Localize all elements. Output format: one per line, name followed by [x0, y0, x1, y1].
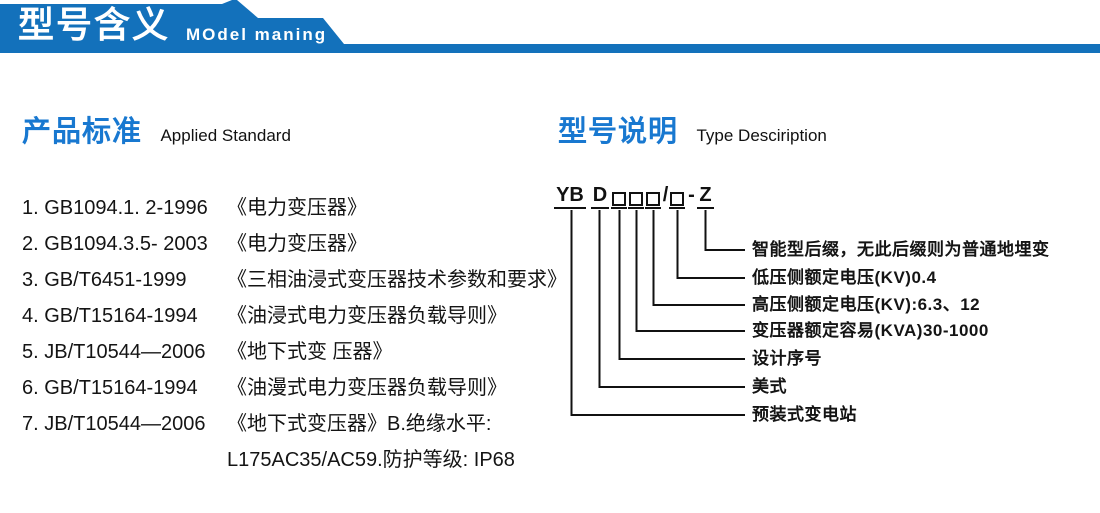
standard-code: 1. GB1094.1. 2-1996: [22, 197, 208, 219]
code-label-american-style: 美式: [752, 377, 787, 396]
code-placeholder-cell: [669, 183, 685, 209]
type-description-heading-en: Type Desciription: [696, 126, 827, 145]
type-description-heading-zh: 型号说明: [558, 116, 679, 148]
page-title: 型号含义: [18, 4, 171, 45]
standard-code: 2. GB1094.3.5- 2003: [22, 233, 208, 255]
standard-row: 1. GB1094.1. 2-1996 《电力变压器》: [22, 190, 567, 226]
standard-code: 6. GB/T15164-1994: [22, 377, 198, 399]
page-subtitle: MOdel maning: [186, 25, 328, 44]
code-label-suffix: 智能型后缀，无此后缀则为普通地埋变: [752, 240, 1050, 259]
applied-standard-heading-zh: 产品标准: [22, 116, 143, 148]
standard-title: 《地下式变 压器》: [227, 341, 393, 363]
code-label-prefab-substation: 预装式变电站: [752, 405, 857, 424]
standard-title: 《电力变压器》: [227, 197, 367, 219]
standard-title: 《三相油浸式变压器技术参数和要求》: [227, 269, 567, 291]
standard-code: 4. GB/T15164-1994: [22, 305, 198, 327]
applied-standard-heading-en: Applied Standard: [160, 126, 291, 145]
code-label-hv-voltage: 高压侧额定电压(KV):6.3、12: [752, 295, 981, 314]
code-dash: -: [688, 184, 695, 206]
standard-code: 3. GB/T6451-1999: [22, 269, 187, 291]
standard-row-continued: L175AC35/AC59.防护等级: IP68: [22, 442, 567, 478]
code-placeholder-cell: [611, 183, 627, 209]
code-slash: /: [662, 184, 669, 206]
code-label-lv-voltage: 低压侧额定电压(KV)0.4: [752, 268, 937, 287]
standard-row: 2. GB1094.3.5- 2003 《电力变压器》: [22, 226, 567, 262]
code-suffix: Z: [697, 183, 714, 209]
code-placeholder-cell: [628, 183, 644, 209]
applied-standard-heading: 产品标准 Applied Standard: [22, 108, 291, 150]
code-type-letter: D: [591, 183, 609, 209]
standard-row: 4. GB/T15164-1994 《油浸式电力变压器负载导则》: [22, 298, 567, 334]
code-label-design-serial: 设计序号: [752, 349, 822, 368]
standard-title-line2: L175AC35/AC59.防护等级: IP68: [227, 449, 515, 471]
standard-row: 5. JB/T10544—2006 《地下式变 压器》: [22, 334, 567, 370]
standards-list: 1. GB1094.1. 2-1996 《电力变压器》 2. GB1094.3.5…: [22, 190, 567, 478]
code-prefix: YB: [554, 183, 586, 209]
standard-code: 7. JB/T10544—2006: [22, 413, 206, 435]
standard-row: 7. JB/T10544—2006 《地下式变压器》B.绝缘水平:: [22, 406, 567, 442]
model-code-diagram: YB D / - Z: [550, 183, 1100, 453]
standard-code: 5. JB/T10544—2006: [22, 341, 206, 363]
standard-row: 3. GB/T6451-1999 《三相油浸式变压器技术参数和要求》: [22, 262, 567, 298]
standard-title: 《地下式变压器》B.绝缘水平:: [227, 413, 492, 435]
code-placeholder-cell: [645, 183, 661, 209]
standard-title: 《油浸式电力变压器负载导则》: [227, 305, 507, 327]
code-label-capacity: 变压器额定容易(KVA)30-1000: [752, 321, 989, 340]
placeholder-box-icon: [646, 192, 660, 206]
standard-title: 《油漫式电力变压器负载导则》: [227, 377, 507, 399]
banner-ribbon-shape: [0, 0, 1100, 53]
standard-row: 6. GB/T15164-1994 《油漫式电力变压器负载导则》: [22, 370, 567, 406]
placeholder-box-icon: [629, 192, 643, 206]
placeholder-box-icon: [612, 192, 626, 206]
placeholder-box-icon: [670, 192, 684, 206]
standard-title: 《电力变压器》: [227, 233, 367, 255]
type-description-heading: 型号说明 Type Desciription: [558, 108, 827, 150]
